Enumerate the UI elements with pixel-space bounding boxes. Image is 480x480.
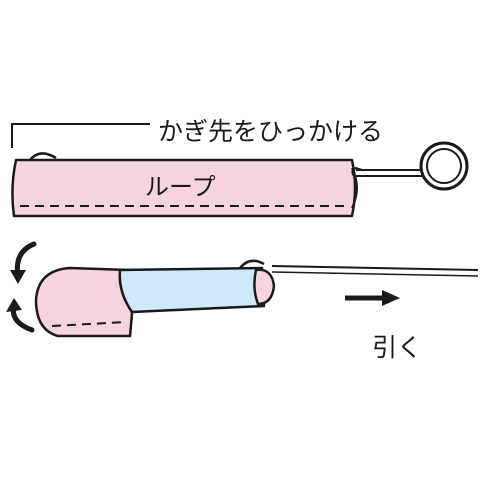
collar-fold: [239, 259, 265, 269]
loop-label: ループ: [145, 173, 216, 201]
pull-wire: [271, 265, 479, 271]
hook-ring-inner: [426, 148, 462, 184]
pull-arrowhead: [382, 290, 400, 306]
hook-tip: [351, 166, 363, 177]
tube-end-collar: [253, 268, 276, 306]
step-hook-tube: かぎ先をひっかける ループ: [11, 117, 469, 218]
loop-turner-hook-icon: [351, 141, 469, 191]
label-leader-line: [11, 123, 150, 148]
pull-wire-lower: [271, 271, 479, 277]
rotation-arrowhead-lower: [6, 298, 22, 312]
step-pull-turn: 引く: [6, 241, 479, 362]
pull-label: 引く: [372, 333, 422, 362]
right-arrow-icon: [345, 290, 400, 306]
stitch-line-turned: [51, 321, 127, 327]
curved-rotation-arrow-icon: [6, 241, 37, 333]
rotation-arrowhead-upper: [10, 270, 26, 284]
tube-opening: [351, 167, 358, 209]
fabric-fold: [29, 152, 57, 161]
hook-instruction-label: かぎ先をひっかける: [158, 117, 383, 146]
tube-inner-section: [118, 266, 266, 314]
tube-outer-section: [34, 266, 134, 338]
